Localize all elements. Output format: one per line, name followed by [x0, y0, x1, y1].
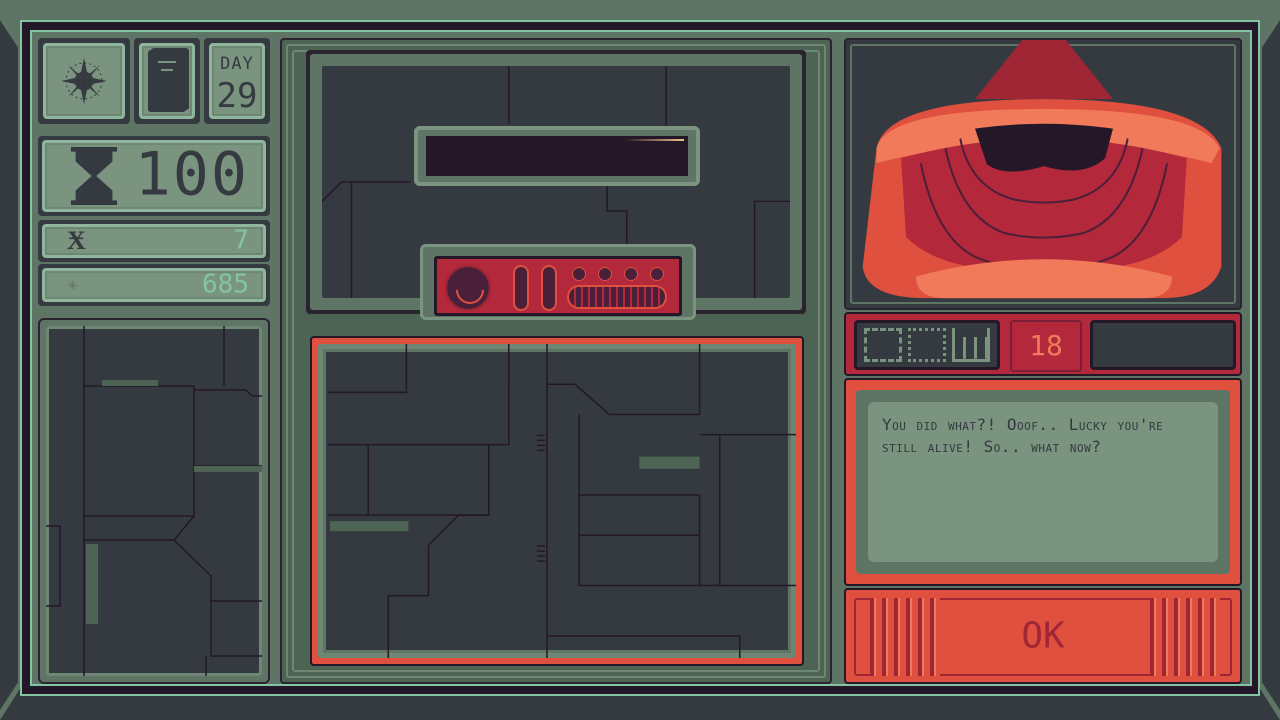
currency-value: 7: [233, 225, 249, 256]
main-circuit-lines-icon: [328, 344, 796, 658]
day-counter: DAY 29: [204, 38, 270, 124]
energy-stat: ✳ 685: [38, 264, 270, 306]
red-creature-mouth-icon: [862, 40, 1222, 299]
indicator-dot-1: [573, 268, 585, 280]
energy-value: 685: [202, 269, 249, 300]
compass-icon: [61, 58, 107, 104]
speaker-grille: [569, 287, 665, 307]
message-display: [414, 126, 700, 186]
ok-button[interactable]: OK: [844, 588, 1242, 684]
character-portrait: [844, 38, 1242, 310]
main-viewport: [310, 336, 804, 666]
glyph-grid-icon: [908, 328, 946, 362]
slot-2: [543, 267, 555, 309]
day-label: DAY: [220, 54, 254, 74]
book-icon: [148, 50, 186, 112]
dial-knob[interactable]: [445, 265, 491, 311]
button-stripes-right: [1150, 598, 1220, 676]
indicator-dot-4: [651, 268, 663, 280]
glyph-comb-icon: [952, 328, 990, 362]
slot-1: [515, 267, 527, 309]
dialog-text: You did what?! Ooof.. Lucky you're still…: [882, 415, 1164, 456]
button-stripes-left: [870, 598, 940, 676]
ok-button-label: OK: [1021, 615, 1065, 657]
empty-slot: [1090, 320, 1236, 370]
k-rune-icon: Ӿ: [67, 226, 86, 256]
map-compass-button[interactable]: [38, 38, 130, 124]
main-circuit-board: [318, 344, 796, 658]
hourglass-icon: [71, 147, 117, 205]
message-display-screen: [426, 136, 688, 176]
dialog-box: You did what?! Ooof.. Lucky you're still…: [844, 378, 1242, 586]
status-row: 18: [844, 312, 1242, 376]
bezel-left-edge: [0, 20, 18, 710]
journal-button[interactable]: [134, 38, 200, 124]
glyph-frame-icon: [864, 328, 902, 362]
starburst-icon: ✳: [67, 274, 78, 296]
time-value: 100: [134, 139, 249, 210]
side-map-panel: [38, 318, 270, 684]
indicator-dot-3: [625, 268, 637, 280]
side-circuit-board: [46, 326, 262, 676]
time-stat: 100: [38, 136, 270, 216]
bezel-right-edge: [1262, 20, 1280, 710]
top-circuit-lines-icon: [322, 66, 790, 298]
circuit-lines-icon: [46, 326, 262, 676]
control-panel: [420, 244, 696, 320]
indicator-dot-2: [599, 268, 611, 280]
glyph-display: [854, 320, 1000, 370]
counter-value: 18: [1010, 320, 1082, 372]
day-number: 29: [216, 76, 258, 116]
currency-stat: Ӿ 7: [38, 220, 270, 262]
